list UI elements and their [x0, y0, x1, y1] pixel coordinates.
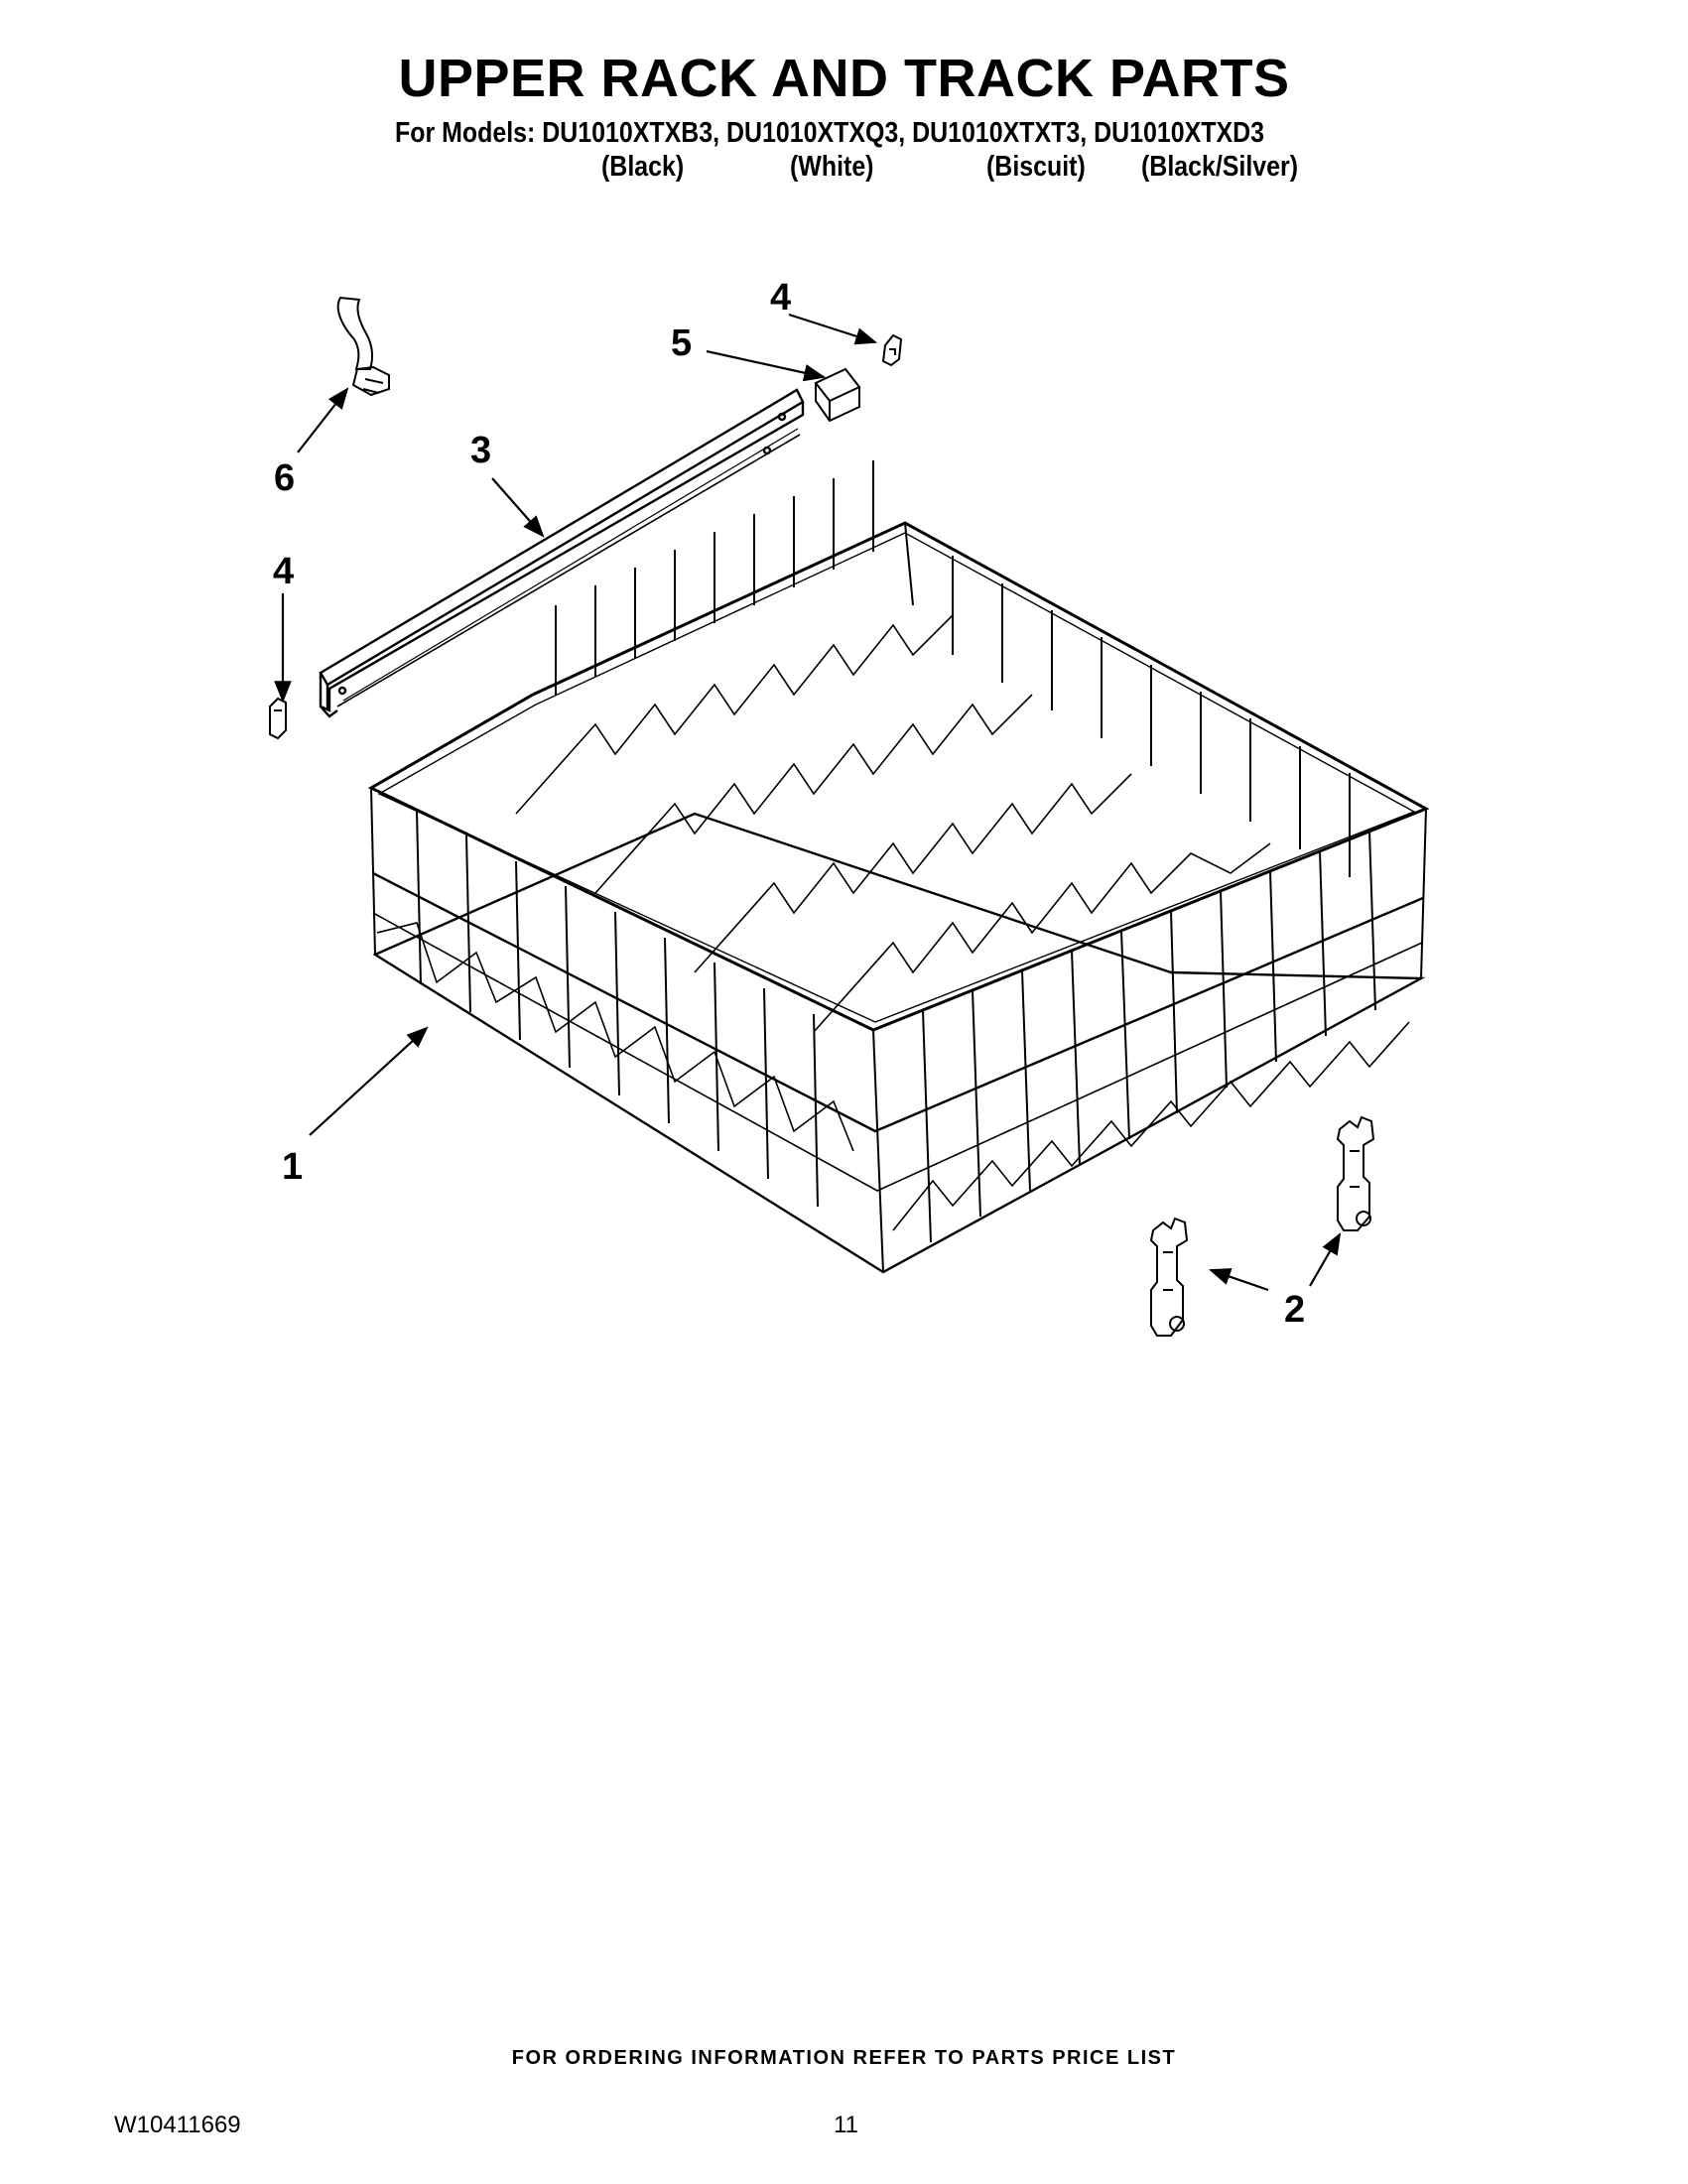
callout-4-left: 4: [273, 551, 294, 592]
callout-1: 1: [282, 1146, 303, 1188]
end-cap-top-part: [881, 333, 903, 367]
callout-6: 6: [274, 457, 295, 499]
callout-2: 2: [1284, 1289, 1305, 1331]
roller-part-lower: [1149, 1217, 1189, 1337]
end-cap-left-part: [269, 697, 287, 740]
callout-5: 5: [671, 322, 692, 364]
color-label-black-silver: (Black/Silver): [1141, 151, 1299, 183]
roller-part-upper: [1336, 1115, 1375, 1231]
ordering-footer-note: FOR ORDERING INFORMATION REFER TO PARTS …: [511, 2047, 1177, 2069]
page-number: 11: [834, 2112, 858, 2138]
color-label-black: (Black): [601, 151, 685, 183]
callout-3: 3: [470, 430, 491, 471]
clip-part: [336, 296, 390, 397]
track-rail-part: [319, 388, 805, 718]
leader-arrows: [274, 313, 1342, 1292]
callout-4-top: 4: [770, 277, 791, 319]
document-number: W10411669: [114, 2112, 241, 2138]
color-label-biscuit: (Biscuit): [986, 151, 1086, 183]
page-title: UPPER RACK AND TRACK PARTS: [398, 49, 1290, 108]
track-stop-part: [814, 367, 861, 423]
upper-rack-part: [367, 460, 1430, 1274]
models-line: For Models: DU1010XTXB3, DU1010XTXQ3, DU…: [395, 117, 1265, 149]
color-label-white: (White): [790, 151, 874, 183]
